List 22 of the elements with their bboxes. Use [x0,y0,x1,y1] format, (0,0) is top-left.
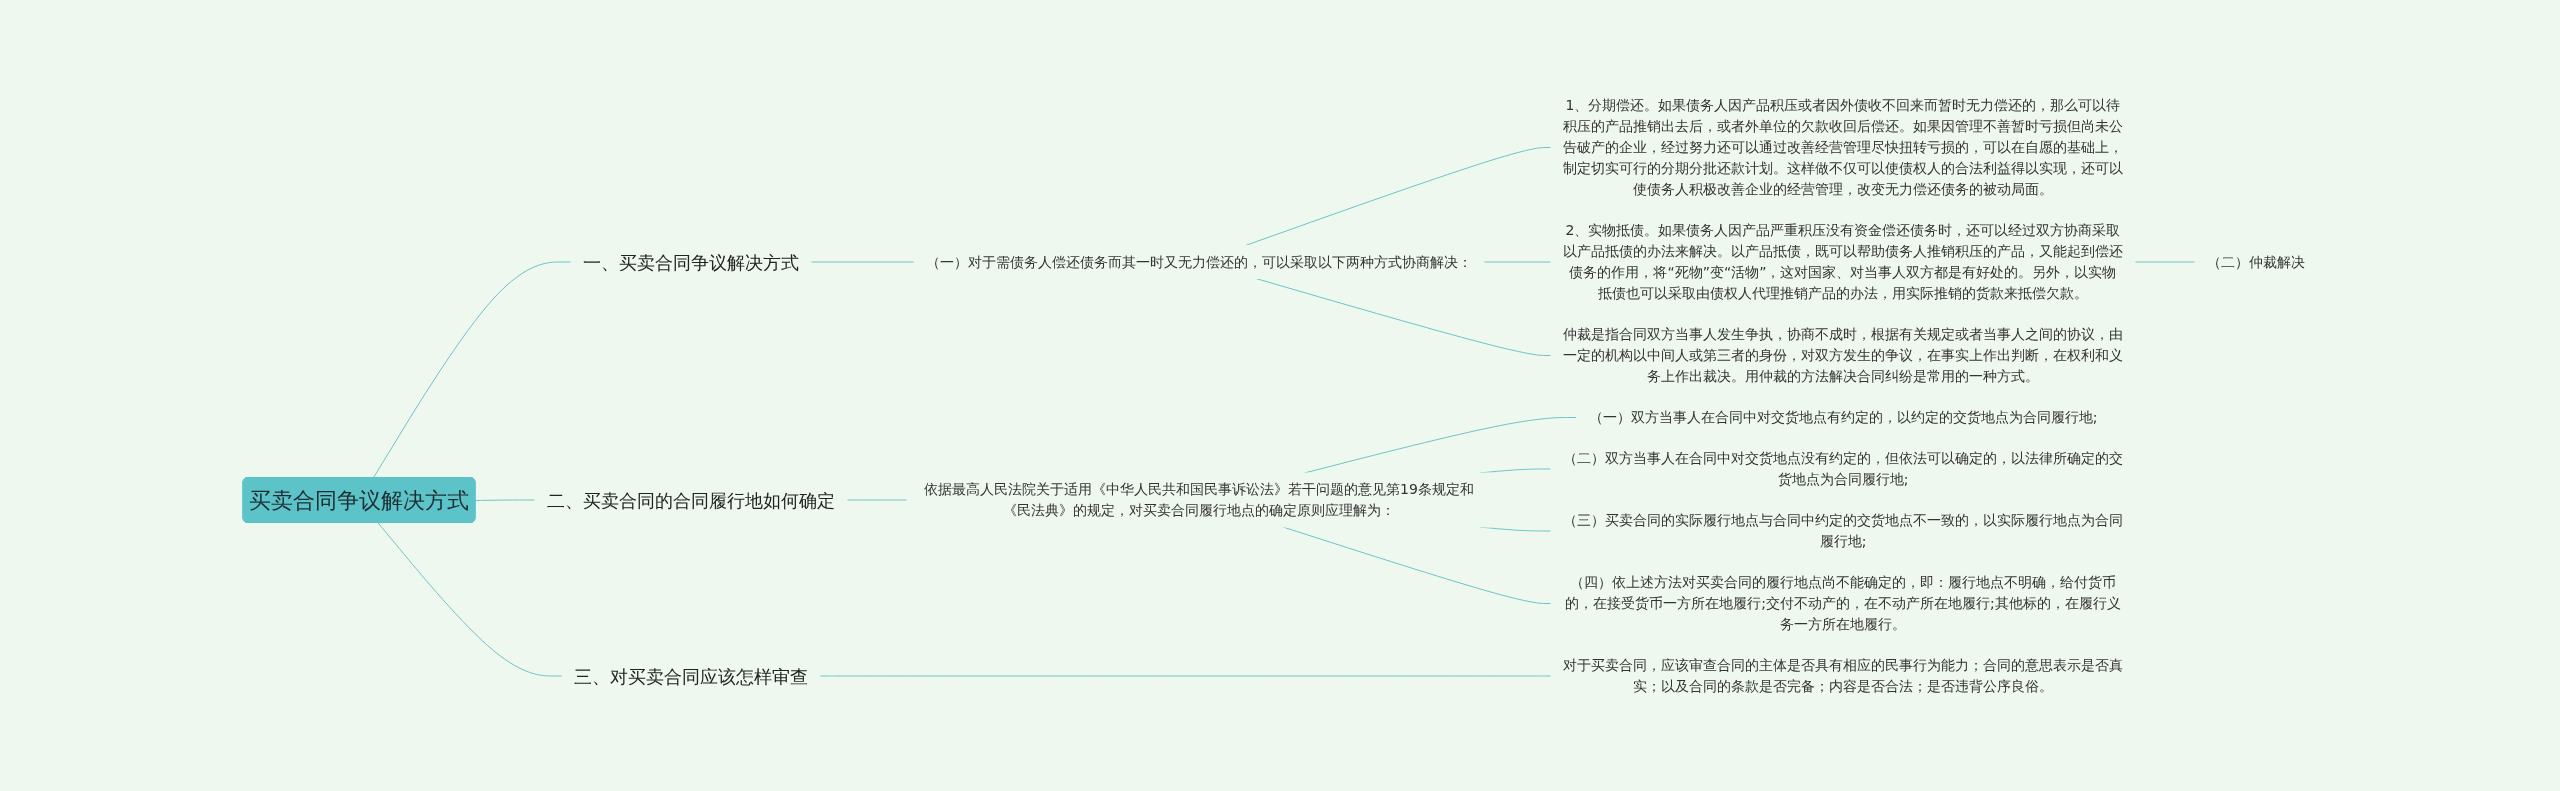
connector [810,261,915,262]
connector [2134,261,2196,262]
connector [475,499,536,501]
node-text: 三、对买卖合同应该怎样审查 [574,665,808,686]
node-text: （三）买卖合同的实际履行地点与合同中约定的交货地点不一致的，以实际履行地点为合同履行地; [1563,511,2123,549]
connector [846,499,908,500]
connector [372,261,572,478]
node-text: 仲裁是指合同双方当事人发生争执，协商不成时，根据有关规定或者当事人之间的协议，由一定的机构以中间人或第三者的身份，对双方发生的争议，在事实上作出判断，在权利和义务上作出裁决。用仲裁的方法解决合同纠纷是常用的一种方式。 [1563,325,2123,384]
node-text: 1、分期偿还。如果债务人因产品积压或者因外债收不回来而暂时无力偿还的，那么可以待积压的产品推销出去后，或者外单位的欠款收回后偿还。如果因管理不善暂时亏损但尚未公告破产的企业，经过努力还可以通过改善经营管理尽快扭转亏损的，可以在自愿的基础上，制定切实可行的分期分批还款计划。这样做不仅可以使债权人的合法利益得以实现，还可以使债务人积极改善企业的经营管理，改变无力偿还债务的被动局面。 [1563,96,2123,197]
connector [819,675,1552,676]
node-text: （一）双方当事人在合同中对交货地点有约定的，以约定的交货地点为合同履行地; [1588,408,2098,425]
node-text: （二）仲裁解决 [2207,253,2305,269]
node-text: 二、买卖合同的合同履行地如何确定 [547,489,835,510]
node-text: （四）依上述方法对买卖合同的履行地点尚不能确定的，即：履行地点不明确，给付货币的，在接受货币一方所在地履行;交付不动产的，在不动产所在地履行;其他标的，在履行义务一方所在地履行。 [1565,573,2121,632]
node-text: 一、买卖合同争议解决方式 [583,251,799,272]
node-text: （一）对于需债务人偿还债务而其一时又无力偿还的，可以采取以下两种方式协商解决： [926,253,1472,269]
node-text: 依据最高人民法院关于适用《中华人民共和国民事诉讼法》若干问题的意见第19条规定和《民法典》的规定，对买卖合同履行地点的确定原则应理解为： [924,480,1474,518]
connector [1483,261,1552,262]
node-text: （二）双方当事人在合同中对交货地点没有约定的，但依法可以确定的，以法律所确定的交货地点为合同履行地; [1563,449,2123,487]
node-text: 2、实物抵债。如果债务人因产品严重积压没有资金偿还债务时，还可以经过双方协商采取以产品抵债的办法来解决。以产品抵债，既可以帮助债务人推销积压的产品，又能起到偿还债务的作用，将“死物”变“活物”，这对国家、对当事人双方都是有好处的。另外，以实物抵债也可以采取由债权人代理推销产品的办法，用实际推销的货款来抵偿欠款。 [1563,221,2123,301]
node-text: 对于买卖合同，应该审查合同的主体是否具有相应的民事行为能力；合同的意思表示是否真实；以及合同的条款是否完备；内容是否合法；是否违背公序良俗。 [1563,656,2123,694]
connector [377,522,563,676]
